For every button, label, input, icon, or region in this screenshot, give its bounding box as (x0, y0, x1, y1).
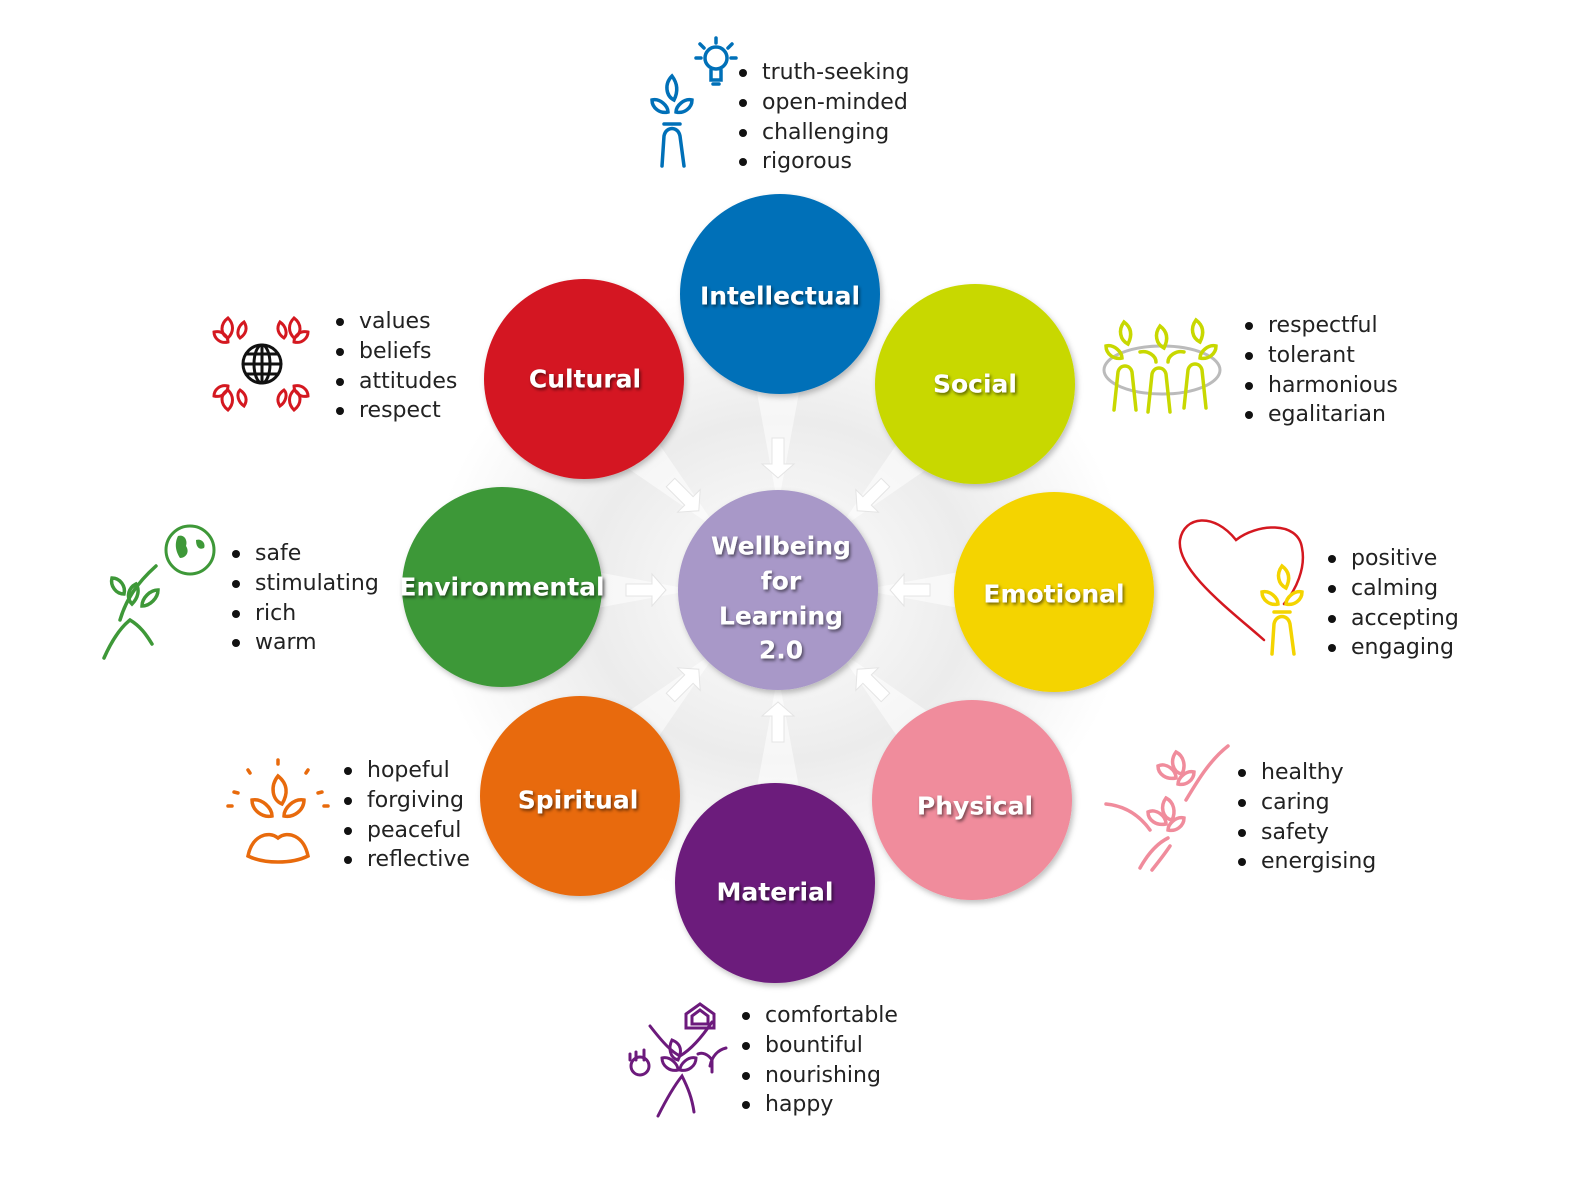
arrow-material (760, 701, 796, 743)
cultural-list: values beliefs attitudes respect (335, 307, 457, 426)
environmental-list: safe stimulating rich warm (231, 539, 379, 658)
dimension-material: Material (675, 783, 875, 983)
list-item: values (335, 307, 457, 337)
list-item: egalitarian (1244, 400, 1398, 430)
list-item: bountiful (741, 1031, 898, 1061)
spiritual-circle (480, 696, 680, 896)
list-item: nourishing (741, 1061, 898, 1091)
list-item: open-minded (738, 88, 909, 118)
environmental-circle (402, 487, 602, 687)
list-item: forgiving (343, 786, 470, 816)
dimension-cultural: Cultural (484, 279, 684, 479)
list-item: healthy (1237, 758, 1376, 788)
list-item: tolerant (1244, 341, 1398, 371)
group-of-figures-icon (1102, 317, 1222, 414)
list-item: truth-seeking (738, 58, 909, 88)
dimension-social: Social (875, 284, 1075, 484)
list-item: caring (1237, 788, 1376, 818)
arrow-emotional (889, 572, 931, 608)
social-list: respectful tolerant harmonious egalitari… (1244, 311, 1398, 430)
spiritual-list: hopeful forgiving peaceful reflective (343, 756, 470, 875)
physical-label: Physical (917, 792, 1033, 821)
arrow-physical (855, 667, 891, 703)
intellectual-label: Intellectual (700, 282, 860, 311)
list-item: safe (231, 539, 379, 569)
meditating-figure-icon (226, 758, 330, 864)
social-label: Social (933, 370, 1017, 399)
list-item: attitudes (335, 367, 457, 397)
physical-circle (872, 700, 1072, 900)
emotional-circle (954, 492, 1154, 692)
heart-figure-icon (1178, 519, 1305, 656)
intellectual-circle (680, 194, 880, 394)
list-item: peaceful (343, 816, 470, 846)
list-item: reflective (343, 845, 470, 875)
arrow-social (855, 477, 891, 513)
center-line-1: Wellbeing (711, 532, 851, 561)
list-item: challenging (738, 118, 909, 148)
list-item: stimulating (231, 569, 379, 599)
list-item: calming (1327, 574, 1459, 604)
emotional-list: positive calming accepting engaging (1327, 544, 1459, 663)
lightbulb-figure-icon (650, 36, 738, 168)
list-item: comfortable (741, 1001, 898, 1031)
material-list: comfortable bountiful nourishing happy (741, 1001, 898, 1120)
list-item: accepting (1327, 604, 1459, 634)
physical-list: healthy caring safety energising (1237, 758, 1376, 877)
list-item: rich (231, 599, 379, 629)
list-item: positive (1327, 544, 1459, 574)
social-circle (875, 284, 1075, 484)
list-item: energising (1237, 847, 1376, 877)
list-item: hopeful (343, 756, 470, 786)
dimension-emotional: Emotional (954, 492, 1154, 692)
dimension-spiritual: Spiritual (480, 696, 680, 896)
list-item: respect (335, 396, 457, 426)
list-item: respectful (1244, 311, 1398, 341)
dimension-intellectual: Intellectual (680, 194, 880, 394)
cultural-label: Cultural (529, 365, 641, 394)
intellectual-list: truth-seeking open-minded challenging ri… (738, 58, 909, 177)
arrow-cultural (665, 477, 701, 513)
list-item: happy (741, 1090, 898, 1120)
cultural-circle (484, 279, 684, 479)
center-line-4: 2.0 (759, 636, 803, 665)
list-item: engaging (1327, 633, 1459, 663)
center-node: Wellbeing for Learning 2.0 (678, 490, 878, 690)
leaping-figure-icon (1104, 744, 1230, 872)
list-item: beliefs (335, 337, 457, 367)
arrow-spiritual (665, 667, 701, 703)
globe-figure-icon (102, 524, 216, 660)
material-label: Material (717, 878, 834, 907)
spiritual-label: Spiritual (518, 786, 639, 815)
arrow-environmental (625, 572, 667, 608)
arrow-intellectual (760, 437, 796, 479)
environmental-label: Environmental (399, 573, 604, 602)
globe-with-leaves-icon (212, 316, 310, 412)
center-line-2: for (761, 567, 802, 596)
dimension-environmental: Environmental (399, 487, 605, 687)
emotional-label: Emotional (983, 580, 1124, 609)
center-line-3: Learning (719, 602, 843, 631)
list-item: harmonious (1244, 371, 1398, 401)
list-item: rigorous (738, 147, 909, 177)
material-circle (675, 783, 875, 983)
list-item: safety (1237, 818, 1376, 848)
house-and-money-figure-icon (628, 1002, 728, 1118)
center-circle (678, 490, 878, 690)
list-item: warm (231, 628, 379, 658)
dimension-physical: Physical (872, 700, 1072, 900)
